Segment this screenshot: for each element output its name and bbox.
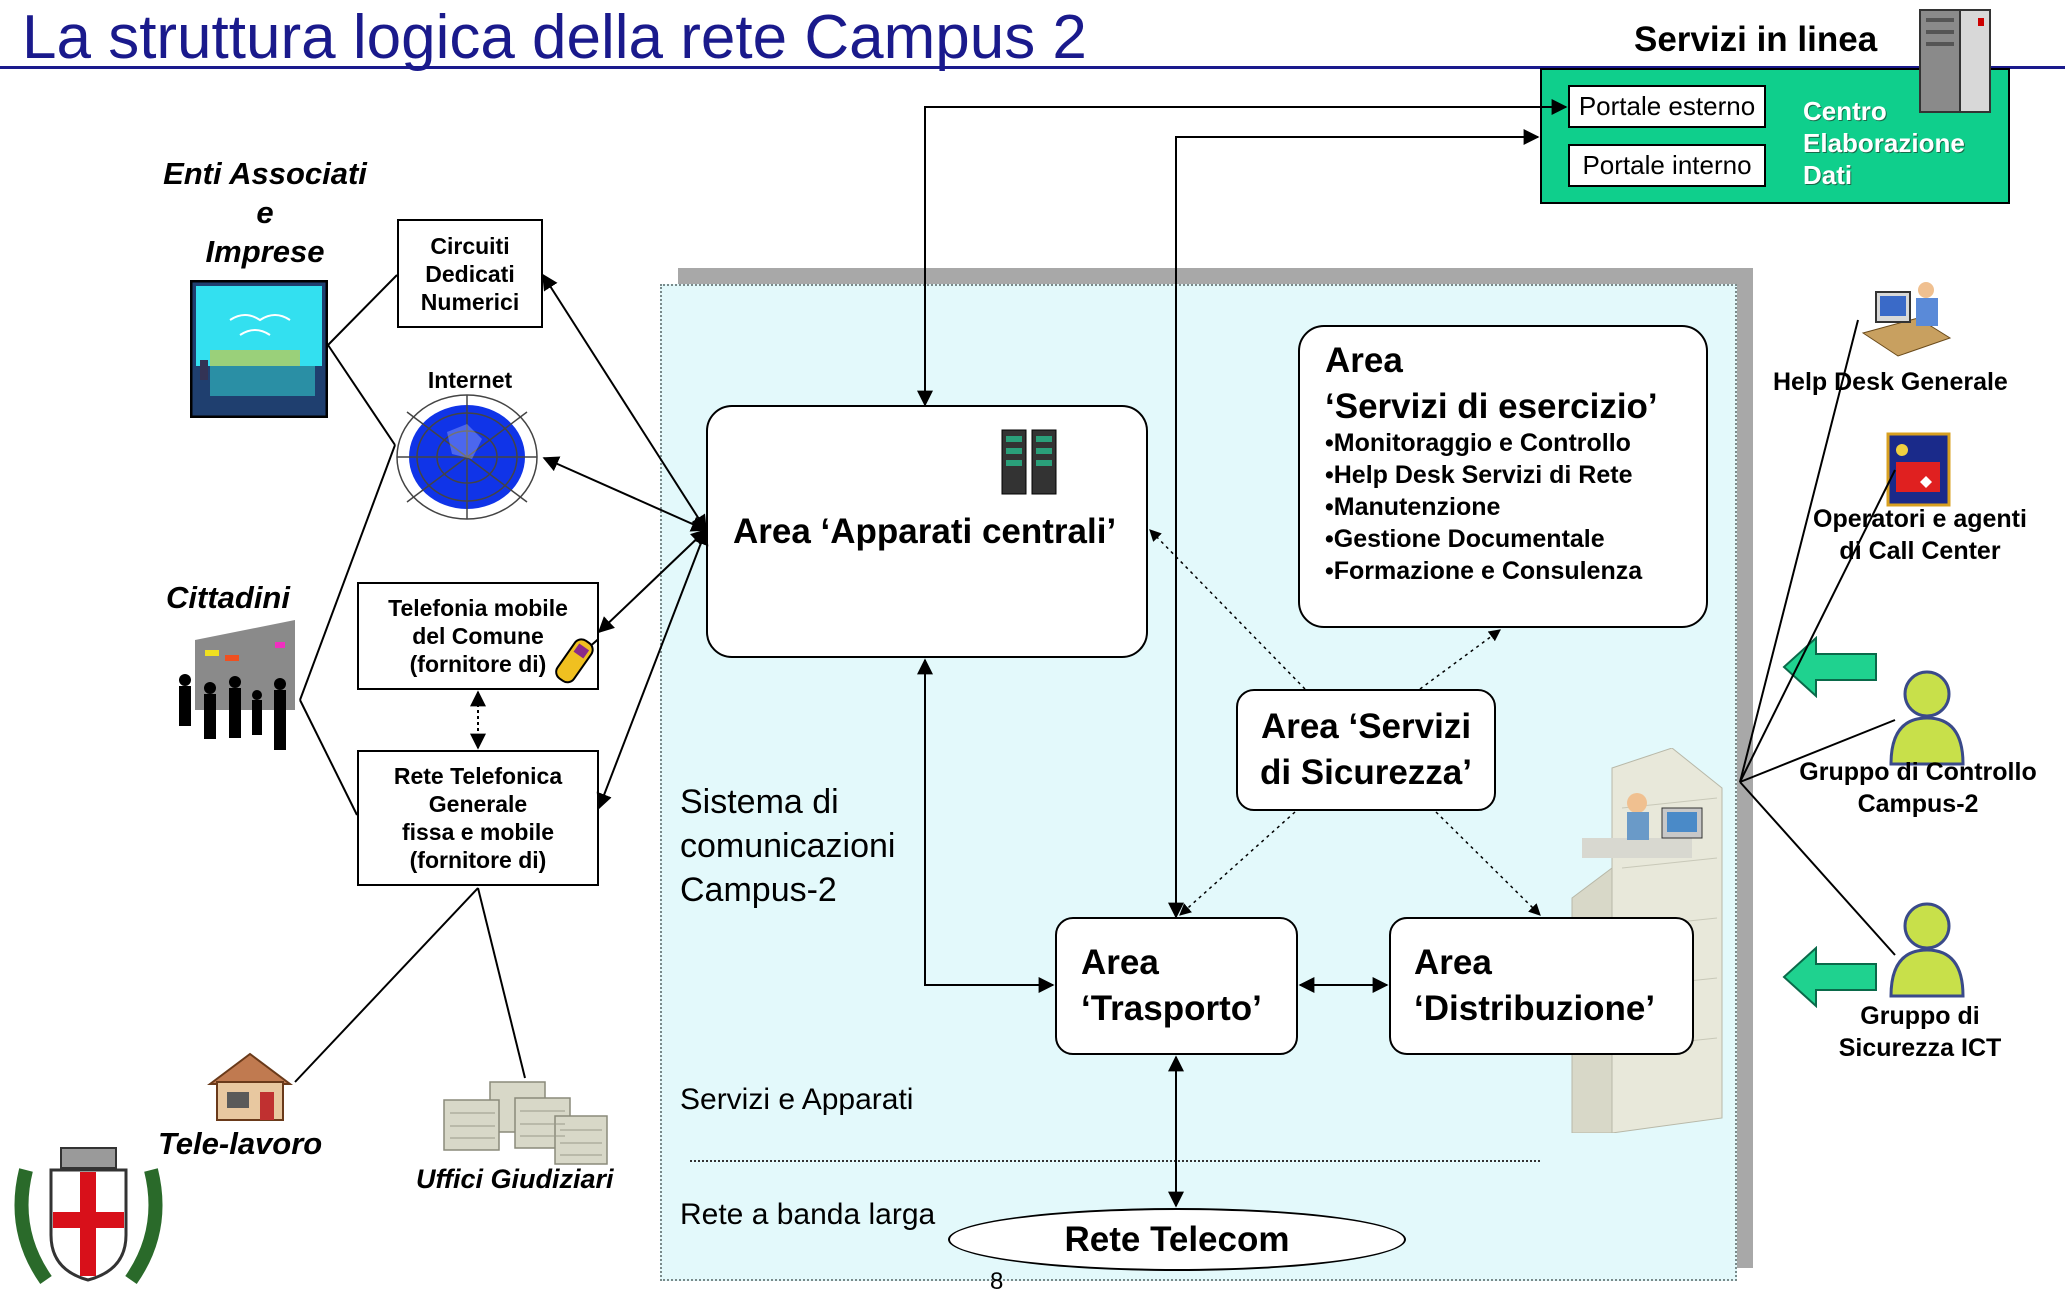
area-apparati-centrali[interactable]	[706, 405, 1148, 658]
telefonia-mobile-box[interactable]: Telefonia mobile del Comune (fornitore d…	[357, 582, 599, 690]
servizi-apparati-label: Servizi e Apparati	[680, 1083, 914, 1116]
portale-interno-label: Portale interno	[1582, 150, 1752, 180]
office-buildings-icon	[443, 1081, 608, 1165]
rete-banda-larga-label: Rete a banda larga	[680, 1198, 936, 1231]
operatori-label: Operatori e agenti di Call Center	[1813, 505, 2027, 565]
tele-lavoro-label: Tele-lavoro	[158, 1126, 323, 1161]
person-icon-2	[1889, 902, 1965, 998]
area-distribuzione-label: Area ‘Distribuzione’	[1414, 943, 1656, 1028]
rete-telefonica-box[interactable]: Rete Telefonica Generale fissa e mobile …	[357, 750, 599, 886]
circuiti-box[interactable]: Circuiti Dedicati Numerici	[397, 219, 543, 328]
help-desk-label: Help Desk Generale	[1773, 368, 2008, 396]
mobile-phone-icon	[555, 638, 598, 684]
house-icon	[207, 1052, 293, 1121]
portale-interno-box[interactable]: Portale interno	[1568, 144, 1766, 187]
area-trasporto-label: Area ‘Trasporto’	[1081, 943, 1262, 1028]
rack-servers-icon	[1001, 429, 1057, 495]
call-center-icon	[1886, 432, 1951, 507]
uffici-giudiziari-label: Uffici Giudiziari	[416, 1164, 614, 1194]
page-title: La struttura logica della rete Campus 2	[22, 3, 1087, 72]
area-distribuzione[interactable]	[1389, 917, 1694, 1055]
rete-telecom-ellipse[interactable]: Rete Telecom	[948, 1208, 1406, 1271]
layer-divider	[690, 1160, 1540, 1162]
sistema-comunicazioni-label: Sistema di comunicazioni Campus-2	[680, 783, 896, 909]
gruppo-sicurezza-label: Gruppo di Sicurezza ICT	[1838, 1002, 2002, 1062]
help-desk-operator-icon	[1861, 282, 1952, 357]
page-number: 8	[990, 1268, 1004, 1295]
server-tower-icon	[1919, 9, 1991, 113]
internet-label: Internet	[427, 367, 513, 393]
globe-web-icon	[396, 394, 538, 520]
gruppo-controllo-label: Gruppo di Controllo Campus-2	[1799, 758, 2037, 818]
person-icon	[1889, 670, 1965, 766]
ced-label: Centro Elaborazione Dati	[1803, 96, 1965, 190]
enti-associati-label: Enti Associati e Imprese	[163, 156, 367, 269]
area-apparati-label: Area ‘Apparati centrali’	[733, 512, 1117, 551]
title-rule	[0, 66, 2065, 69]
portale-esterno-box[interactable]: Portale esterno	[1568, 85, 1766, 128]
portale-esterno-label: Portale esterno	[1578, 91, 1756, 121]
servizi-in-linea-label: Servizi in linea	[1634, 20, 1878, 59]
cittadini-label: Cittadini	[166, 580, 290, 615]
green-arrow-icon-2	[1782, 946, 1877, 1008]
green-arrow-icon	[1782, 636, 1877, 698]
factory-picture	[190, 280, 328, 418]
city-crest-logo	[14, 1147, 163, 1285]
rete-telecom-label: Rete Telecom	[1064, 1219, 1290, 1259]
cittadini-picture	[179, 620, 295, 750]
